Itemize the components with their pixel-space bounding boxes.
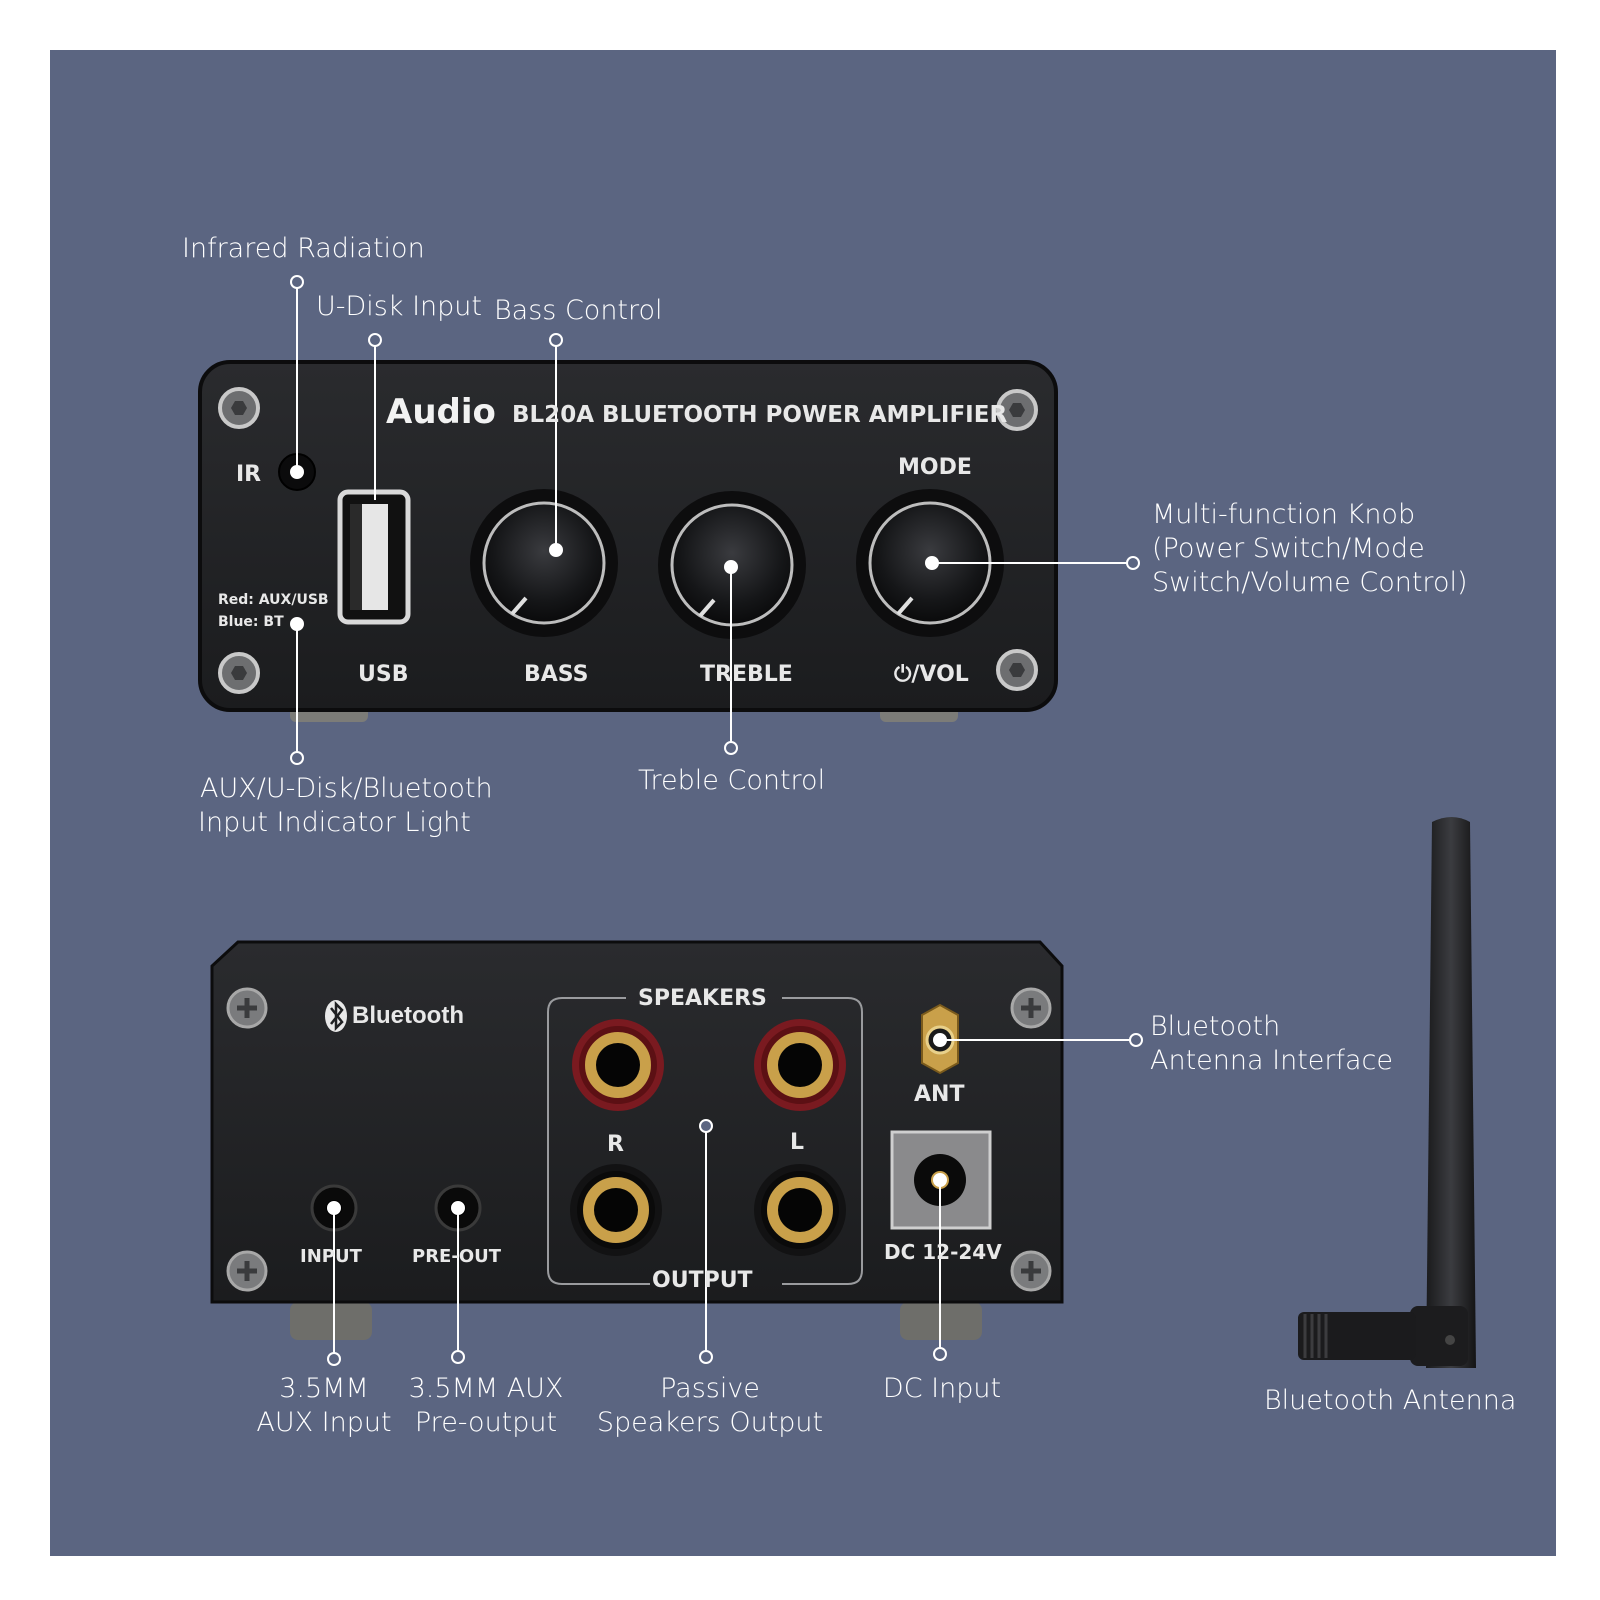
speaker-jack-r-red [572, 1019, 664, 1111]
callout-aux-input-1: 3.5MM [279, 1373, 369, 1404]
bluetooth-antenna [1298, 817, 1476, 1368]
back-foot-left [290, 1302, 372, 1340]
bass-label: BASS [524, 662, 589, 687]
ant-label: ANT [914, 1082, 965, 1107]
bass-knob [470, 489, 618, 637]
callout-multifunction-2: (Power Switch/Mode [1152, 533, 1425, 564]
callout-speakers-1: Passive [660, 1373, 760, 1404]
treble-label: TREBLE [700, 662, 793, 687]
callout-indicator-2: Input Indicator Light [198, 807, 471, 838]
speaker-jack-l-red [754, 1019, 846, 1111]
back-body [210, 940, 1064, 1304]
dc-label: DC 12-24V [884, 1240, 1002, 1264]
indicator-line-2: Blue: BT [218, 614, 284, 630]
callout-antenna-interface-1: Bluetooth [1150, 1011, 1281, 1042]
callout-treble: Treble Control [638, 765, 826, 796]
output-label: OUTPUT [652, 1268, 753, 1293]
callout-aux-input-2: AUX Input [256, 1407, 392, 1438]
callout-udisk: U-Disk Input [316, 291, 482, 322]
ir-label: IR [236, 462, 262, 487]
speaker-jack-r-black [570, 1164, 662, 1256]
bluetooth-label: Bluetooth [352, 1002, 464, 1029]
speaker-jack-l-black [754, 1164, 846, 1256]
indicator-line-1: Red: AUX/USB [218, 592, 329, 608]
vol-label: ⏻/VOL [894, 662, 969, 687]
speakers-frame [547, 997, 863, 1285]
mode-label: MODE [898, 455, 972, 480]
back-panel [210, 940, 1064, 1340]
callout-speakers-2: Speakers Output [596, 1407, 824, 1438]
callout-antenna-interface-2: Antenna Interface [1150, 1045, 1394, 1076]
brand-text: Audio [386, 392, 496, 432]
preout-label: PRE-OUT [412, 1246, 502, 1267]
front-panel [198, 360, 1058, 722]
input-label: INPUT [300, 1246, 362, 1267]
callout-bass: Bass Control [494, 295, 663, 326]
callout-preout-1: 3.5MM AUX [408, 1373, 564, 1404]
front-body [198, 360, 1058, 712]
callout-preout-2: Pre-output [414, 1407, 558, 1438]
usb-label: USB [358, 662, 409, 687]
speakers-label: SPEAKERS [638, 986, 767, 1011]
l-label: L [790, 1130, 805, 1155]
callout-dc-input: DC Input [882, 1373, 1002, 1404]
callout-antenna: Bluetooth Antenna [1264, 1385, 1517, 1416]
r-label: R [607, 1132, 624, 1157]
callout-multifunction-3: Switch/Volume Control) [1152, 567, 1468, 598]
model-text: BL20A BLUETOOTH POWER AMPLIFIER [512, 402, 1008, 428]
callout-lines [296, 282, 1136, 1359]
callout-infrared: Infrared Radiation [182, 233, 425, 264]
callout-multifunction-1: Multi-function Knob [1152, 499, 1416, 530]
callout-dots [290, 275, 1143, 1366]
callout-indicator-1: AUX/U-Disk/Bluetooth [200, 773, 493, 804]
